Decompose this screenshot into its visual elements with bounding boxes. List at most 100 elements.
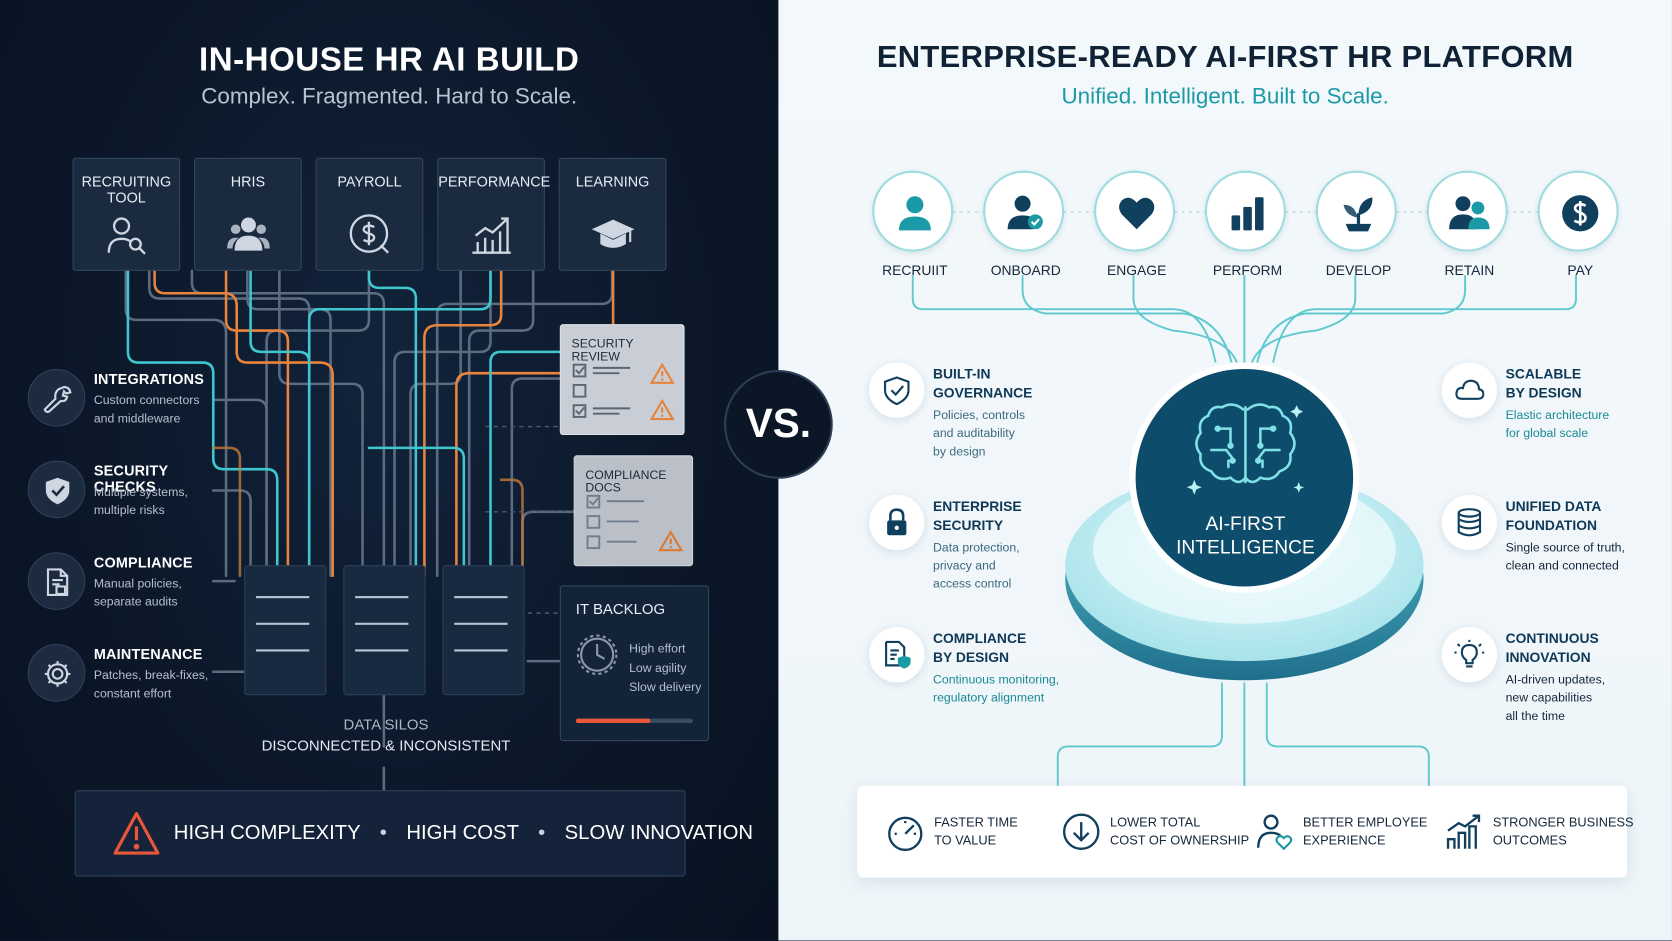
outcome-text: BETTER EMPLOYEE <box>1303 814 1428 830</box>
compliance-docs-card: COMPLIANCE DOCS <box>573 455 694 567</box>
outcome-text: OUTCOMES <box>1492 832 1567 848</box>
outcome-text: STRONGER BUSINESS <box>1492 814 1634 830</box>
outcome-text: TO VALUE <box>934 832 997 848</box>
right-title: ENTERPRISE-READY AI-FIRST HR PLATFORM <box>876 40 1574 75</box>
module-performance: PERFORMANCE <box>437 157 551 271</box>
arrow-down-circle-icon <box>1062 813 1100 850</box>
stage-label: RECRUIIT <box>882 262 948 279</box>
issue-desc-line: Multiple systems, <box>93 486 188 500</box>
issue-desc-line: separate audits <box>93 596 178 609</box>
core-label-line1: AI-FIRST <box>1205 512 1286 535</box>
outcome-text: COST OF OWNERSHIP <box>1110 832 1250 848</box>
module-label: HRIS <box>230 173 266 190</box>
compliance-docs-title: COMPLIANCE DOCS <box>585 469 667 495</box>
left-subtitle: Complex. Fragmented. Hard to Scale. <box>201 84 578 109</box>
wrench-icon <box>43 386 72 413</box>
graduation-cap-icon <box>591 219 634 248</box>
feature-desc: clean and connected <box>1505 559 1619 573</box>
feature-title: GOVERNANCE <box>933 384 1033 401</box>
feature-desc: AI-driven updates, <box>1505 673 1606 687</box>
module-recruiting-tool: RECRUITING TOOL <box>72 157 181 271</box>
summary-high-complexity: HIGH COMPLEXITY <box>173 822 361 845</box>
bar-chart-icon <box>1231 197 1264 231</box>
server-rack <box>343 565 426 696</box>
feature-title: INNOVATION <box>1505 649 1591 666</box>
stage-develop: DEVELOP <box>1315 170 1397 278</box>
left-title: IN-HOUSE HR AI BUILD <box>198 40 580 78</box>
chart-icon <box>471 217 511 254</box>
module-payroll: PAYROLL <box>315 157 424 271</box>
issue-security-checks: SECURITY CHECKS Multiple systems, multipl… <box>27 454 241 527</box>
issue-compliance: COMPLIANCE Manual policies, separate audi… <box>27 545 241 619</box>
document-shield-icon <box>885 640 911 669</box>
outcomes-bar: FASTER TIME TO VALUE LOWER TOTAL COST OF O… <box>857 785 1634 878</box>
backlog-progress-track <box>575 718 694 723</box>
issue-title: SECURITY CHECKS <box>93 462 169 495</box>
feature-title: BY DESIGN <box>933 649 1010 666</box>
cloud-icon <box>1455 379 1485 400</box>
issue-title: COMPLIANCE <box>93 554 193 571</box>
database-icon <box>1457 508 1482 537</box>
feature-desc: and auditability <box>933 427 1015 441</box>
issue-desc-line: constant effort <box>93 687 172 701</box>
issue-maintenance: MAINTENANCE Patches, break-fixes, constan… <box>27 637 241 711</box>
issue-desc-line: multiple risks <box>93 504 165 518</box>
sprout-icon <box>1343 197 1373 232</box>
stage-perform: PERFORM <box>1204 170 1286 278</box>
issue-desc-line: Patches, break-fixes, <box>93 669 209 683</box>
stage-label: DEVELOP <box>1325 262 1392 279</box>
it-backlog-title: IT BACKLOG <box>575 600 666 618</box>
feature-title: FOUNDATION <box>1505 517 1598 534</box>
server-rack <box>244 565 327 696</box>
module-label: PERFORMANCE <box>438 173 551 190</box>
feature-desc: Data protection, <box>933 541 1020 555</box>
heart-icon <box>1119 197 1155 230</box>
data-silos-desc: DISCONNECTED & INCONSISTENT <box>261 736 511 754</box>
feature-title: SECURITY <box>933 517 1004 534</box>
issue-title: INTEGRATIONS <box>93 371 205 388</box>
warning-icon <box>113 811 160 855</box>
it-backlog-line: Slow delivery <box>629 681 702 695</box>
lock-icon <box>887 508 907 536</box>
issue-desc-line: Custom connectors <box>93 394 200 408</box>
feature-built-in-governance: BUILT-IN GOVERNANCE Policies, controls and… <box>869 362 1072 470</box>
document-warning-icon <box>586 494 684 552</box>
security-review-card: SECURITY REVIEW <box>559 324 685 436</box>
clock-gear-icon <box>576 634 618 675</box>
backlog-progress-fill <box>575 718 651 723</box>
person-icon <box>898 196 931 231</box>
feature-desc: Policies, controls <box>933 409 1026 423</box>
issue-title: MAINTENANCE <box>93 646 203 663</box>
document-icon <box>46 568 69 597</box>
feature-title: BUILT-IN <box>933 365 991 382</box>
separator-dot: • <box>379 822 387 845</box>
summary-high-cost: HIGH COST <box>406 822 519 845</box>
module-label: RECRUITING TOOL <box>81 173 172 206</box>
outcome-text: FASTER TIME <box>934 814 1018 830</box>
stage-retain: RETAIN <box>1426 170 1508 278</box>
people-icon <box>226 217 270 251</box>
outcome-text: LOWER TOTAL <box>1110 814 1201 830</box>
person-check-icon <box>1007 195 1043 230</box>
feature-desc: access control <box>933 577 1012 591</box>
stage-label: PERFORM <box>1212 262 1283 279</box>
brain-circuit-icon <box>1186 403 1305 495</box>
it-backlog-line: High effort <box>629 642 686 656</box>
checklist-warning-icon <box>572 362 675 421</box>
person-heart-icon <box>1257 814 1293 851</box>
issue-desc-line: Manual policies, <box>93 577 182 591</box>
feature-desc: Elastic architecture <box>1505 409 1610 423</box>
feature-title: CONTINUOUS <box>1505 630 1599 647</box>
stage-label: PAY <box>1567 262 1594 279</box>
core-label-line2: INTELLIGENCE <box>1176 536 1315 558</box>
right-subtitle: Unified. Intelligent. Built to Scale. <box>1061 84 1389 109</box>
dollar-coin-icon <box>1562 195 1599 232</box>
it-backlog-line: Low agility <box>629 662 687 675</box>
growth-chart-icon <box>1446 814 1481 849</box>
